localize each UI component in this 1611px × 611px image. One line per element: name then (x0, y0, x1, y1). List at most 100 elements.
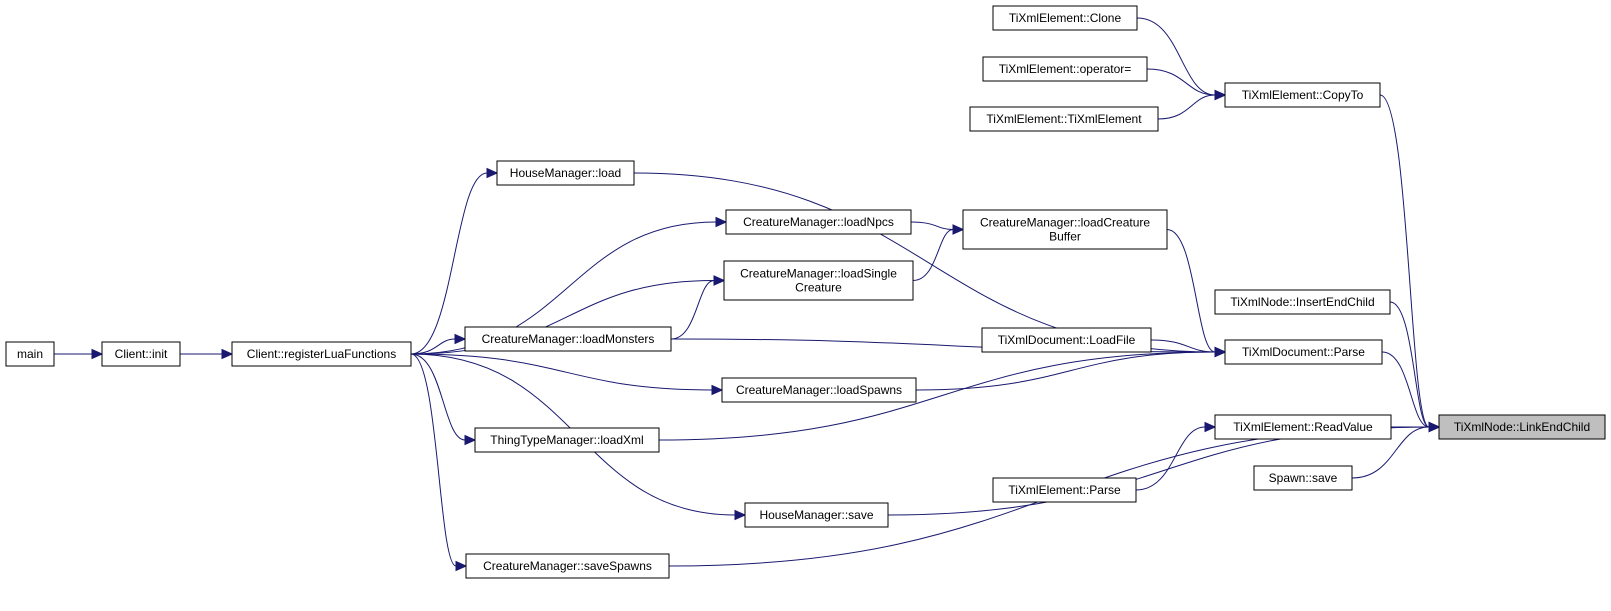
node-label: ThingTypeManager::loadXml (490, 433, 643, 447)
node-label: TiXmlNode::InsertEndChild (1230, 295, 1374, 309)
edge-line (1166, 229, 1216, 353)
arrowhead-icon (455, 560, 468, 572)
arrowhead-icon (1214, 89, 1227, 101)
node-box (725, 209, 912, 235)
node-label: Client::registerLuaFunctions (247, 347, 396, 361)
node-el-read-value[interactable]: TiXmlElement::ReadValue (1214, 414, 1392, 440)
edge-line (658, 351, 1216, 441)
edge-client_init-to-register_lua (179, 348, 234, 360)
node-ttm-load-xml[interactable]: ThingTypeManager::loadXml (474, 427, 660, 453)
node-client-init[interactable]: Client::init (101, 341, 181, 367)
edge-line (1389, 301, 1430, 428)
edge-register_lua-to-cm_save_spawns (410, 353, 468, 572)
node-label: HouseManager::load (510, 166, 621, 180)
edge-main-to-client_init (53, 348, 104, 360)
node-label: Client::init (115, 347, 168, 361)
arrowhead-icon (952, 224, 965, 235)
node-box (1224, 82, 1381, 108)
edge-line (410, 353, 466, 441)
node-cm-load-npcs[interactable]: CreatureManager::loadNpcs (725, 209, 912, 235)
node-box (744, 502, 889, 528)
node-label: TiXmlElement::ReadValue (1233, 420, 1373, 434)
edge-line (1381, 351, 1430, 428)
edge-line (410, 172, 488, 355)
node-el-copyto[interactable]: TiXmlElement::CopyTo (1224, 82, 1381, 108)
node-label: CreatureManager::loadSpawns (736, 383, 902, 397)
node-label: CreatureManager::saveSpawns (483, 559, 652, 573)
arrowhead-icon (713, 275, 726, 286)
node-label: CreatureManager::loadSingle (740, 267, 897, 281)
edge-cm_load_monsters-to-cm_load_single (670, 275, 726, 340)
arrowhead-icon (454, 333, 467, 345)
node-node-link-end-child: TiXmlNode::LinkEndChild (1438, 414, 1606, 440)
edge-el_clone-to-el_copyto (1136, 17, 1227, 101)
edge-el_copyto-to-node_link_end_child (1379, 94, 1441, 433)
edge-line (633, 172, 1216, 353)
edge-cm_load_spawns-to-doc_parse (915, 346, 1227, 391)
node-box (1253, 465, 1353, 491)
node-house-load[interactable]: HouseManager::load (496, 160, 635, 186)
arrowhead-icon (715, 216, 728, 228)
arrowhead-icon (1428, 421, 1441, 433)
node-box (982, 56, 1148, 82)
node-label: TiXmlElement::CopyTo (1242, 88, 1364, 102)
arrowhead-icon (221, 348, 234, 360)
node-label: main (17, 347, 43, 361)
node-box (1224, 339, 1383, 365)
arrowhead-icon (1204, 421, 1217, 433)
node-label: TiXmlElement::Parse (1008, 483, 1121, 497)
node-label: TiXmlDocument::LoadFile (998, 333, 1136, 347)
node-box (723, 260, 914, 301)
node-node-insert-end-child[interactable]: TiXmlNode::InsertEndChild (1214, 289, 1391, 315)
node-cm-save-spawns[interactable]: CreatureManager::saveSpawns (465, 553, 670, 579)
edge-node_insert_end_child-to-node_link_end_child (1389, 301, 1441, 433)
edge-line (1157, 94, 1216, 120)
edge-register_lua-to-ttm_load_xml (410, 353, 477, 446)
node-box (231, 341, 412, 367)
node-label: Buffer (1049, 230, 1081, 244)
node-box (101, 341, 181, 367)
edge-line (410, 338, 456, 355)
node-cm-load-spawns[interactable]: CreatureManager::loadSpawns (721, 377, 917, 403)
edge-ttm_load_xml-to-doc_parse (658, 346, 1227, 441)
node-label: CreatureManager::loadNpcs (743, 215, 894, 229)
node-el-operator[interactable]: TiXmlElement::operator= (982, 56, 1148, 82)
node-main[interactable]: main (5, 341, 55, 367)
node-house-save[interactable]: HouseManager::save (744, 502, 889, 528)
node-label: TiXmlElement::operator= (999, 62, 1132, 76)
node-label: CreatureManager::loadMonsters (482, 332, 655, 346)
node-label: Creature (795, 281, 842, 295)
node-box (992, 477, 1137, 503)
edge-line (1146, 68, 1216, 96)
edge-line (1379, 94, 1430, 428)
edge-line (410, 353, 713, 391)
edge-line (910, 221, 954, 230)
node-doc-parse[interactable]: TiXmlDocument::Parse (1224, 339, 1383, 365)
node-label: TiXmlDocument::Parse (1242, 345, 1365, 359)
edge-line (912, 229, 954, 281)
node-register-lua[interactable]: Client::registerLuaFunctions (231, 341, 412, 367)
node-doc-load-file[interactable]: TiXmlDocument::LoadFile (981, 327, 1152, 353)
node-el-ctor[interactable]: TiXmlElement::TiXmlElement (969, 106, 1159, 132)
node-label: Spawn::save (1269, 471, 1338, 485)
node-el-parse[interactable]: TiXmlElement::Parse (992, 477, 1137, 503)
node-cm-load-monsters[interactable]: CreatureManager::loadMonsters (464, 326, 672, 352)
arrowhead-icon (711, 384, 724, 396)
edge-line (410, 353, 457, 567)
edge-el_ctor-to-el_copyto (1157, 89, 1227, 120)
node-label: CreatureManager::loadCreature (980, 216, 1150, 230)
node-spawn-save[interactable]: Spawn::save (1253, 465, 1353, 491)
node-box (992, 5, 1138, 31)
edge-el_parse-to-el_read_value (1135, 421, 1217, 491)
node-el-clone[interactable]: TiXmlElement::Clone (992, 5, 1138, 31)
node-label: TiXmlNode::LinkEndChild (1454, 420, 1590, 434)
node-label: HouseManager::save (759, 508, 873, 522)
node-box (1438, 414, 1606, 440)
arrowhead-icon (1214, 346, 1227, 358)
arrowhead-icon (734, 509, 747, 521)
edge-line (1135, 426, 1206, 491)
edge-register_lua-to-house_load (410, 167, 499, 355)
